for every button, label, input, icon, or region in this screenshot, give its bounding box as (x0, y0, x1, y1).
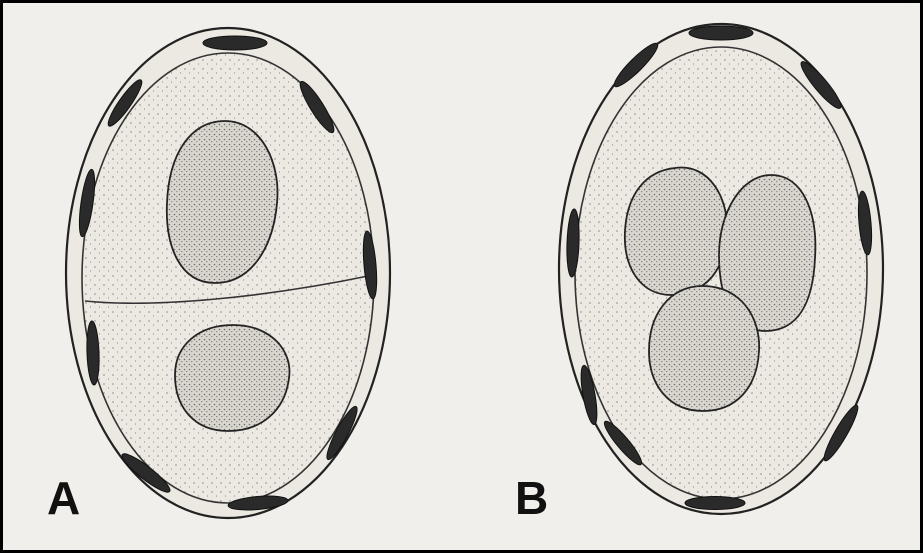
panel-label-b: B (515, 475, 548, 521)
panel-a-cell (66, 28, 390, 518)
cell-diagram (3, 3, 920, 550)
panel-label-a: A (47, 475, 80, 521)
panel-b-cell (559, 24, 883, 514)
